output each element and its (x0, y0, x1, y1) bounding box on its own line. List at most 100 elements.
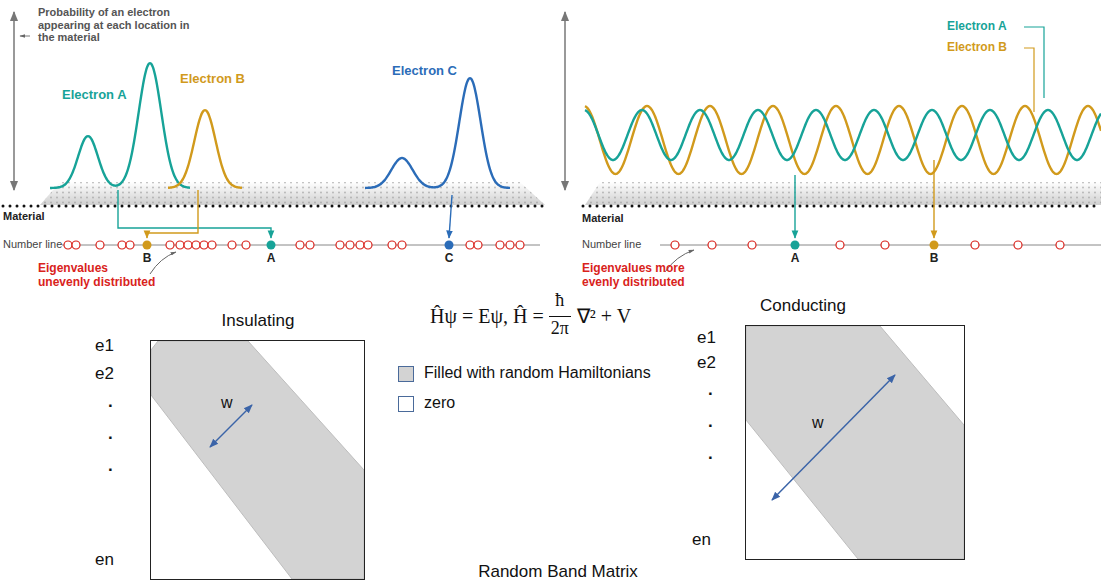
eigenvalue-circle (466, 241, 474, 249)
equation: ħ (555, 290, 564, 311)
leader-line (1024, 48, 1034, 112)
wavefunction-curve (50, 63, 190, 188)
eigenvalue-circle (72, 241, 80, 249)
row-dot: . (708, 412, 713, 432)
row-dot: . (708, 380, 713, 400)
eigenvalue-circle (881, 241, 889, 249)
axis-label: Probability of an electron appearing at … (38, 6, 208, 44)
material-dots (583, 205, 1101, 208)
eigenvalue-label: B (143, 252, 152, 266)
legend-swatch (398, 366, 414, 382)
eigenvalue-circle (166, 241, 174, 249)
eigenvalue-circle (971, 241, 979, 249)
eigenvalue-circle (671, 241, 679, 249)
eigenvalue-circle (96, 241, 104, 249)
row-label: e2 (697, 353, 716, 373)
fraction-bar (549, 316, 571, 317)
eigenvalue-dot (267, 241, 276, 250)
electron-label: Electron C (392, 64, 457, 79)
matrix-box: Insulatingw (150, 340, 365, 580)
eigenvalue-note: Eigenvalues more evenly distributed (582, 262, 702, 290)
row-label: en (692, 530, 711, 550)
material-dots (3, 205, 545, 208)
eigenvalue-circle (1056, 241, 1064, 249)
probability-axis (564, 12, 566, 190)
row-label: e1 (95, 336, 114, 356)
eigenvalue-circle (306, 241, 314, 249)
electron-label: Electron B (947, 41, 1007, 55)
matrix-band (746, 326, 964, 559)
eigenvalue-circle (516, 241, 524, 249)
matrix-box: Conductingw (745, 325, 965, 560)
eigenvalue-circles (64, 241, 1064, 249)
legend-text: Filled with random Hamiltonians (424, 364, 651, 382)
material-label: Material (3, 210, 45, 223)
wavefunctions (50, 63, 1101, 188)
row-dot: . (108, 392, 113, 412)
eigenvalue-circle (176, 241, 184, 249)
eigenvalue-circle (836, 241, 844, 249)
eigenvalue-label: A (267, 252, 276, 266)
eigenvalue-circle (388, 241, 396, 249)
eigenvalue-circle (364, 241, 372, 249)
eigenvalue-circle (126, 241, 134, 249)
row-label: e1 (697, 328, 716, 348)
eigenvalue-circle (496, 241, 504, 249)
number-line-label: Number line (582, 238, 641, 251)
row-dot: . (108, 424, 113, 444)
eigenvalue-circle (1014, 241, 1022, 249)
eigenvalue-circle (118, 241, 126, 249)
eigenvalue-circle (208, 241, 216, 249)
leader-line (794, 175, 795, 238)
row-label: en (95, 550, 114, 570)
eigenvalue-circle (228, 241, 236, 249)
row-dot: . (708, 444, 713, 464)
band-width-label: w (812, 414, 824, 432)
eigenvalue-dot (143, 241, 152, 250)
eigenvalue-label: A (791, 252, 800, 266)
pointer-arrow (20, 36, 30, 37)
wavefunction-curve (585, 110, 1101, 160)
wavefunction-curve (585, 106, 1101, 174)
band-width-label: w (221, 394, 233, 412)
eigenvalue-circle (346, 241, 354, 249)
eigenvalue-label: C (445, 252, 454, 266)
eigenvalue-circle (474, 241, 482, 249)
equation: Ĥψ = Eψ, Ĥ = (430, 305, 544, 328)
eigenvalue-dot (930, 241, 939, 250)
eigenvalue-circle (336, 241, 344, 249)
leader-line (118, 190, 271, 238)
leader-line (933, 160, 934, 238)
electron-label: Electron B (180, 72, 245, 87)
legend-swatch (398, 396, 414, 412)
eigenvalue-circle (192, 241, 200, 249)
wavefunction-curve (365, 78, 510, 188)
material-surface (585, 182, 1101, 205)
material-label: Material (582, 212, 624, 225)
matrix-title: Insulating (222, 311, 295, 331)
eigenvalue-circle (356, 241, 364, 249)
matrix-title: Conducting (760, 296, 846, 316)
material-lattice (585, 182, 1101, 205)
eigenvalue-circle (184, 241, 192, 249)
eigenvalue-circle (748, 241, 756, 249)
wavefunction-curve (168, 110, 242, 188)
row-dot: . (108, 456, 113, 476)
eigenvalue-circle (64, 241, 72, 249)
eigenvalue-dot (791, 241, 800, 250)
eigenvalue-dot (445, 241, 454, 250)
eigenvalue-circle (398, 241, 406, 249)
matrix-band (151, 341, 364, 579)
eigenvalue-circle (708, 241, 716, 249)
width-arrow (210, 405, 252, 447)
eigenvalue-circle (242, 241, 250, 249)
leader-line (147, 190, 198, 238)
equation: ∇² + V (577, 305, 631, 328)
eigenvalue-circle (296, 241, 304, 249)
legend-text: zero (424, 394, 455, 412)
width-arrow (772, 375, 895, 500)
row-label: e2 (95, 364, 114, 384)
eigenvalue-circle (506, 241, 514, 249)
electron-label: Electron A (947, 20, 1007, 34)
